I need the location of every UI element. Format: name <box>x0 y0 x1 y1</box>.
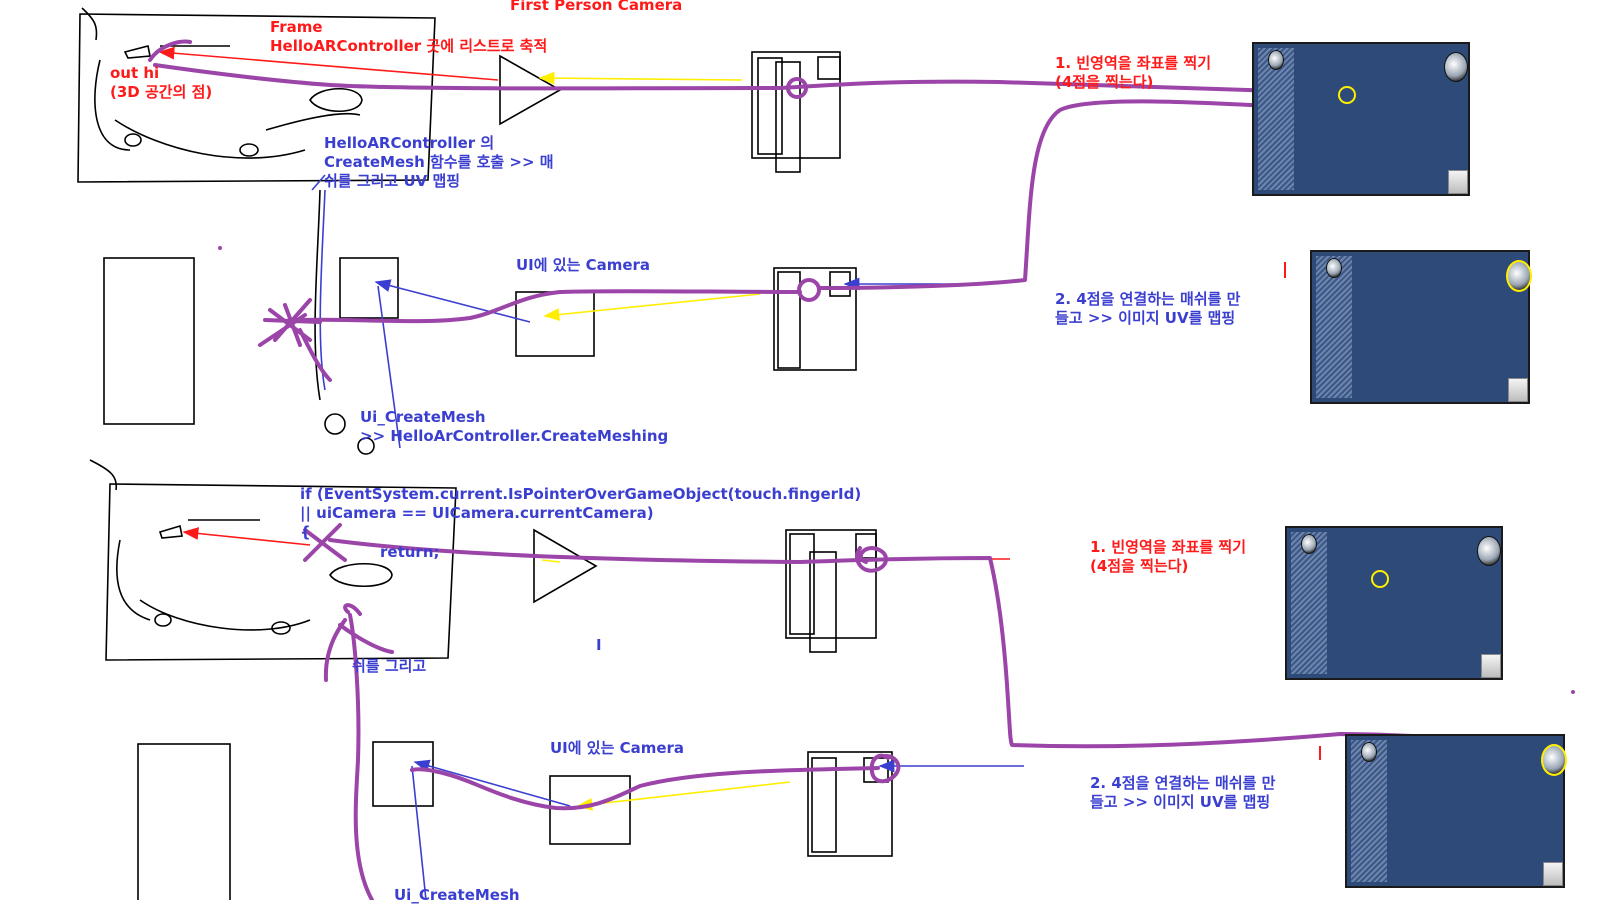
hit-sub-label: (3D 공간의 점) <box>110 83 212 102</box>
frame-label: Frame <box>270 18 323 37</box>
top-ui-camera-label: UI에 있는 Camera <box>516 256 650 275</box>
bottom-step2-line2: 들고 >> 이미지 UV를 맵핑 <box>1090 793 1270 812</box>
createmesh-note-2: CreateMesh 함수를 호출 >> 매 <box>324 153 554 172</box>
top-step2-line2: 들고 >> 이미지 UV를 맵핑 <box>1055 309 1235 328</box>
bottom-screen-panel-1 <box>1285 526 1503 680</box>
bottom-cursor-mark: I <box>596 636 602 655</box>
panel-handle-icon <box>1508 378 1528 402</box>
globe-icon <box>1361 742 1377 762</box>
dot-mark-right <box>1571 690 1575 694</box>
diagram-title: First Person Camera <box>510 0 682 15</box>
top-ui-createmesh-1: Ui_CreateMesh <box>360 408 486 427</box>
code-line-3: { <box>300 523 311 542</box>
globe-icon <box>1477 536 1501 566</box>
bottom-ui-createmesh-1: Ui_CreateMesh <box>394 886 520 905</box>
globe-icon <box>1541 744 1567 776</box>
top-screen-panel-1 <box>1252 42 1470 196</box>
top-scene-sketch <box>78 8 856 454</box>
hit-label: out hi <box>110 64 159 83</box>
globe-icon <box>1444 52 1468 82</box>
top-step1-line1: 1. 빈영역을 좌표를 찍기 <box>1055 54 1211 73</box>
top-step1-line2: (4점을 찍는다) <box>1055 73 1153 92</box>
panel-handle-icon <box>1448 170 1468 194</box>
top-screen-panel-2 <box>1310 250 1530 404</box>
createmesh-note-3: 쉬를 그리고 UV 맵핑 <box>324 172 460 191</box>
globe-icon <box>1301 534 1317 554</box>
touch-point-icon <box>1371 570 1389 588</box>
top-step2-line1: 2. 4점을 연결하는 매쉬를 만 <box>1055 290 1240 309</box>
bottom-scene-sketch <box>90 460 892 900</box>
globe-icon <box>1326 258 1342 278</box>
touch-point-icon <box>1338 86 1356 104</box>
createmesh-note-1: HelloARController 의 <box>324 134 494 153</box>
code-line-1: if (EventSystem.current.IsPointerOverGam… <box>300 485 861 504</box>
top-arrows <box>160 52 990 448</box>
panel-handle-icon <box>1481 654 1501 678</box>
bottom-screen-panel-2 <box>1345 734 1565 888</box>
globe-icon <box>1268 50 1284 70</box>
code-line-4: return; <box>380 543 440 562</box>
globe-icon <box>1506 260 1532 292</box>
bottom-partial-text: 쉬를 그리고 <box>352 657 426 676</box>
bottom-step1-line2: (4점을 찍는다) <box>1090 557 1188 576</box>
dot-mark <box>218 246 222 250</box>
top-ui-createmesh-2: >> HelloArController.CreateMeshing <box>360 427 668 446</box>
bottom-step2-line1: 2. 4점을 연결하는 매쉬를 만 <box>1090 774 1275 793</box>
panel-handle-icon <box>1543 862 1563 886</box>
controller-note: HelloARController 곳에 리스트로 축적 <box>270 37 547 56</box>
bottom-step1-line1: 1. 빈영역을 좌표를 찍기 <box>1090 538 1246 557</box>
code-line-2: || uiCamera == UICamera.currentCamera) <box>300 504 654 523</box>
bottom-ui-camera-label: UI에 있는 Camera <box>550 739 684 758</box>
